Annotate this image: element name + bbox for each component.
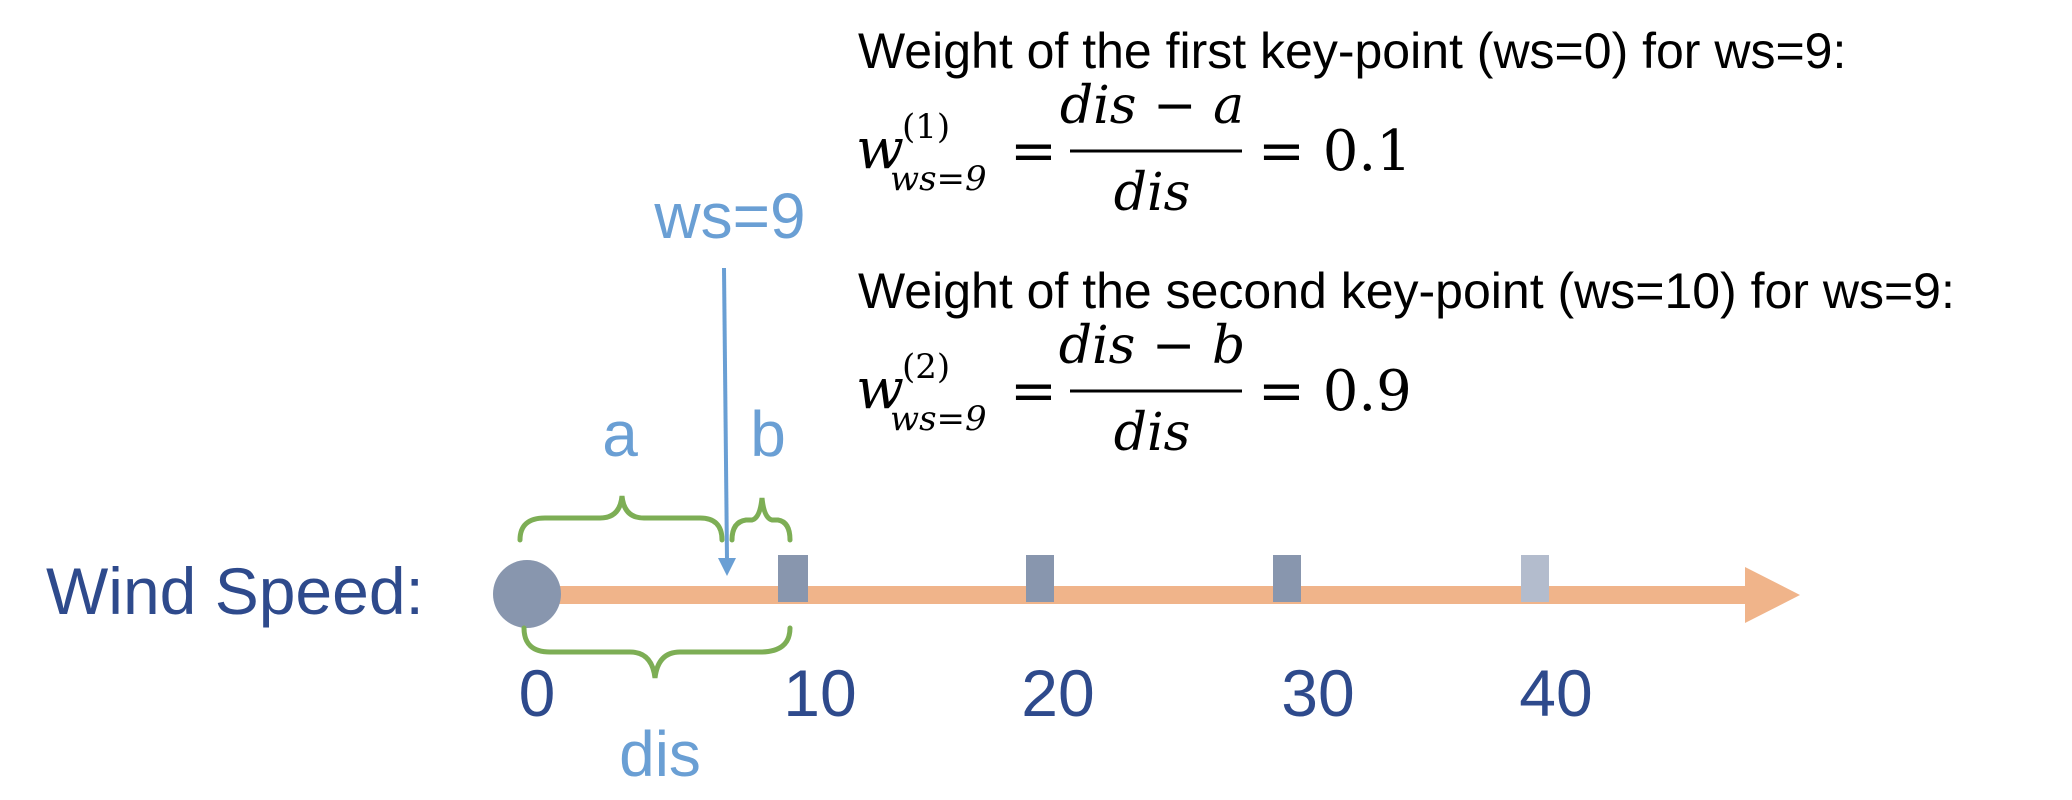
formula2-result: = 0.9 [1258,359,1412,424]
formula1-subscript: ws=9 [890,159,987,199]
keypoint-40 [1521,555,1549,602]
brace-dis [521,625,793,679]
formula-first-keypoint: Weight of the first key-point (ws=0) for… [856,23,1846,223]
formula2-subscript: ws=9 [890,399,987,439]
distance-braces [517,495,793,679]
formula1-numerator: dis − a [1060,76,1244,136]
tick-0: 0 [519,656,556,730]
axis-label: Wind Speed: [46,554,424,628]
formula2-superscript: (2) [902,347,950,387]
axis-line [525,586,1750,604]
formula1-w: w [856,117,904,182]
brace-b [729,497,793,543]
formula2-title: Weight of the second key-point (ws=10) f… [858,263,1955,319]
keypoint-30 [1273,555,1301,602]
brace-b-label: b [750,398,786,470]
tick-20: 20 [1021,656,1094,730]
tick-40: 40 [1519,656,1592,730]
brace-a [517,495,725,543]
formula1-equals: = [1010,119,1057,184]
brace-dis-label: dis [619,718,701,790]
keypoint-20 [1026,555,1054,602]
ws-9-marker: ws=9 [653,180,806,576]
formula1-denominator: dis [1114,163,1191,223]
tick-30: 30 [1281,656,1354,730]
formula1-result: = 0.1 [1258,119,1412,184]
marker-arrowhead [718,558,736,576]
formula2-denominator: dis [1114,403,1191,463]
axis-arrowhead [1745,567,1800,623]
formula2-equals: = [1010,359,1057,424]
formula1-title: Weight of the first key-point (ws=0) for… [858,23,1846,79]
marker-label: ws=9 [653,180,805,252]
formula1-superscript: (1) [902,107,950,147]
wind-speed-axis: Wind Speed: 0 10 20 30 40 [46,554,1800,730]
keypoint-10 [778,555,808,602]
origin-keypoint [493,560,561,628]
brace-a-label: a [602,398,638,470]
formula-second-keypoint: Weight of the second key-point (ws=10) f… [856,263,1955,463]
tick-10: 10 [783,656,856,730]
formula2-numerator: dis − b [1059,316,1246,376]
marker-arrow-line [722,267,729,561]
formula2-w: w [856,357,904,422]
